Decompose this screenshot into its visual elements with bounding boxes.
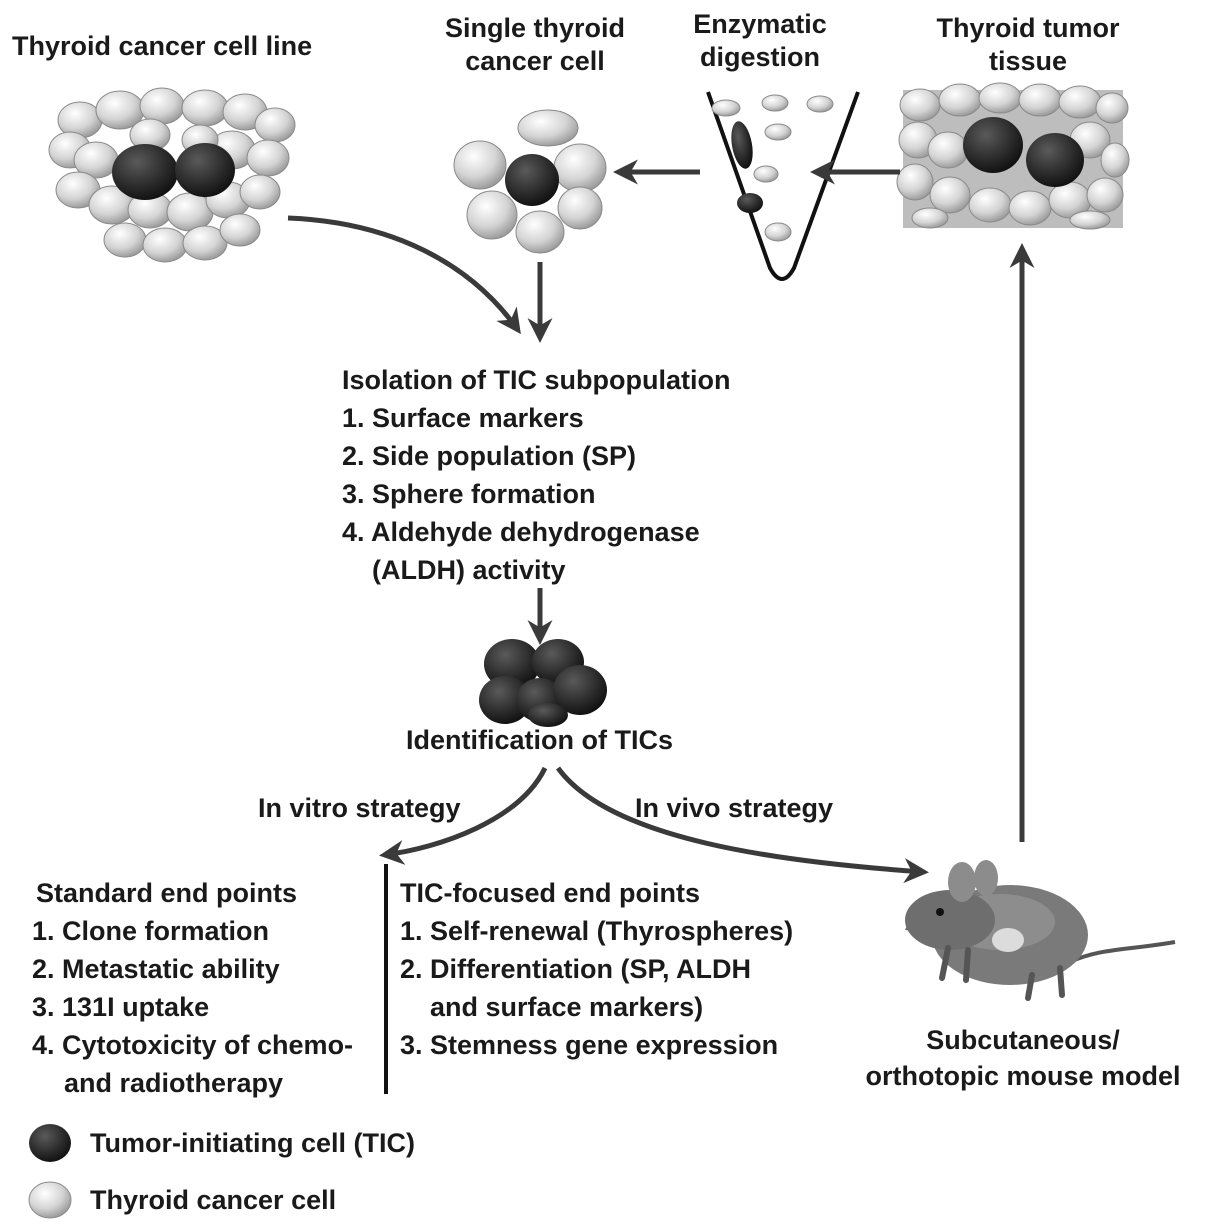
isolation-item: 1. Surface markers <box>342 403 584 433</box>
in-vitro-label: In vitro strategy <box>258 793 461 823</box>
legend-tic-label: Tumor-initiating cell (TIC) <box>90 1128 415 1158</box>
isolation-block: Isolation of TIC subpopulation 1. Surfac… <box>342 361 730 589</box>
flow-arrows <box>287 159 1035 884</box>
tic-focused-item: 2. Differentiation (SP, ALDH <box>400 954 752 984</box>
arrow-cell-line-to-isolation <box>287 215 521 335</box>
tic-focused-title: TIC-focused end points <box>400 878 700 908</box>
isolation-item: (ALDH) activity <box>372 555 566 585</box>
cell-line-cluster <box>48 87 296 263</box>
standard-item: and radiotherapy <box>64 1068 284 1098</box>
standard-item: 2. Metastatic ability <box>32 954 280 984</box>
tumor-tissue-label: Thyroid tumor tissue <box>936 13 1120 76</box>
in-vivo-label: In vivo strategy <box>635 793 834 823</box>
identification-label: Identification of TICs <box>406 725 673 755</box>
standard-item: 3. 131I uptake <box>32 992 210 1022</box>
tic-focused-item: 1. Self-renewal (Thyrospheres) <box>400 916 794 946</box>
isolation-item: 4. Aldehyde dehydrogenase <box>342 517 700 547</box>
legend-cancer-cell-icon <box>28 1181 72 1219</box>
mouse-illustration <box>905 860 1176 1001</box>
tic-focused-item: 3. Stemness gene expression <box>400 1030 779 1060</box>
standard-endpoints: Standard end points 1. Clone formation 2… <box>32 874 353 1102</box>
arrow-in-vivo <box>555 766 929 884</box>
tic-focused-endpoints: TIC-focused end points 1. Self-renewal (… <box>400 874 793 1064</box>
legend-tic-icon <box>29 1124 71 1162</box>
digestion-tube <box>706 91 860 281</box>
single-cell-label: Single thyroid cancer cell <box>444 13 625 76</box>
isolation-item: 3. Sphere formation <box>342 479 596 509</box>
digestion-label: Enzymatic digestion <box>693 9 827 72</box>
tumor-tissue-block <box>896 82 1130 230</box>
isolation-title: Isolation of TIC subpopulation <box>342 365 731 395</box>
standard-title: Standard end points <box>36 878 298 908</box>
legend-cancer-cell-label: Thyroid cancer cell <box>90 1185 337 1215</box>
mouse-model-label: Subcutaneous/ orthotopic mouse model <box>865 1025 1181 1091</box>
single-cell-cluster <box>453 109 607 254</box>
standard-item: 4. Cytotoxicity of chemo- <box>32 1030 354 1060</box>
standard-item: 1. Clone formation <box>32 916 270 946</box>
arrow-in-vitro <box>379 766 548 865</box>
isolation-item: 2. Side population (SP) <box>342 441 637 471</box>
tic-focused-item: and surface markers) <box>430 992 704 1022</box>
tic-cluster <box>479 639 607 727</box>
cell-line-label: Thyroid cancer cell line <box>12 31 313 61</box>
